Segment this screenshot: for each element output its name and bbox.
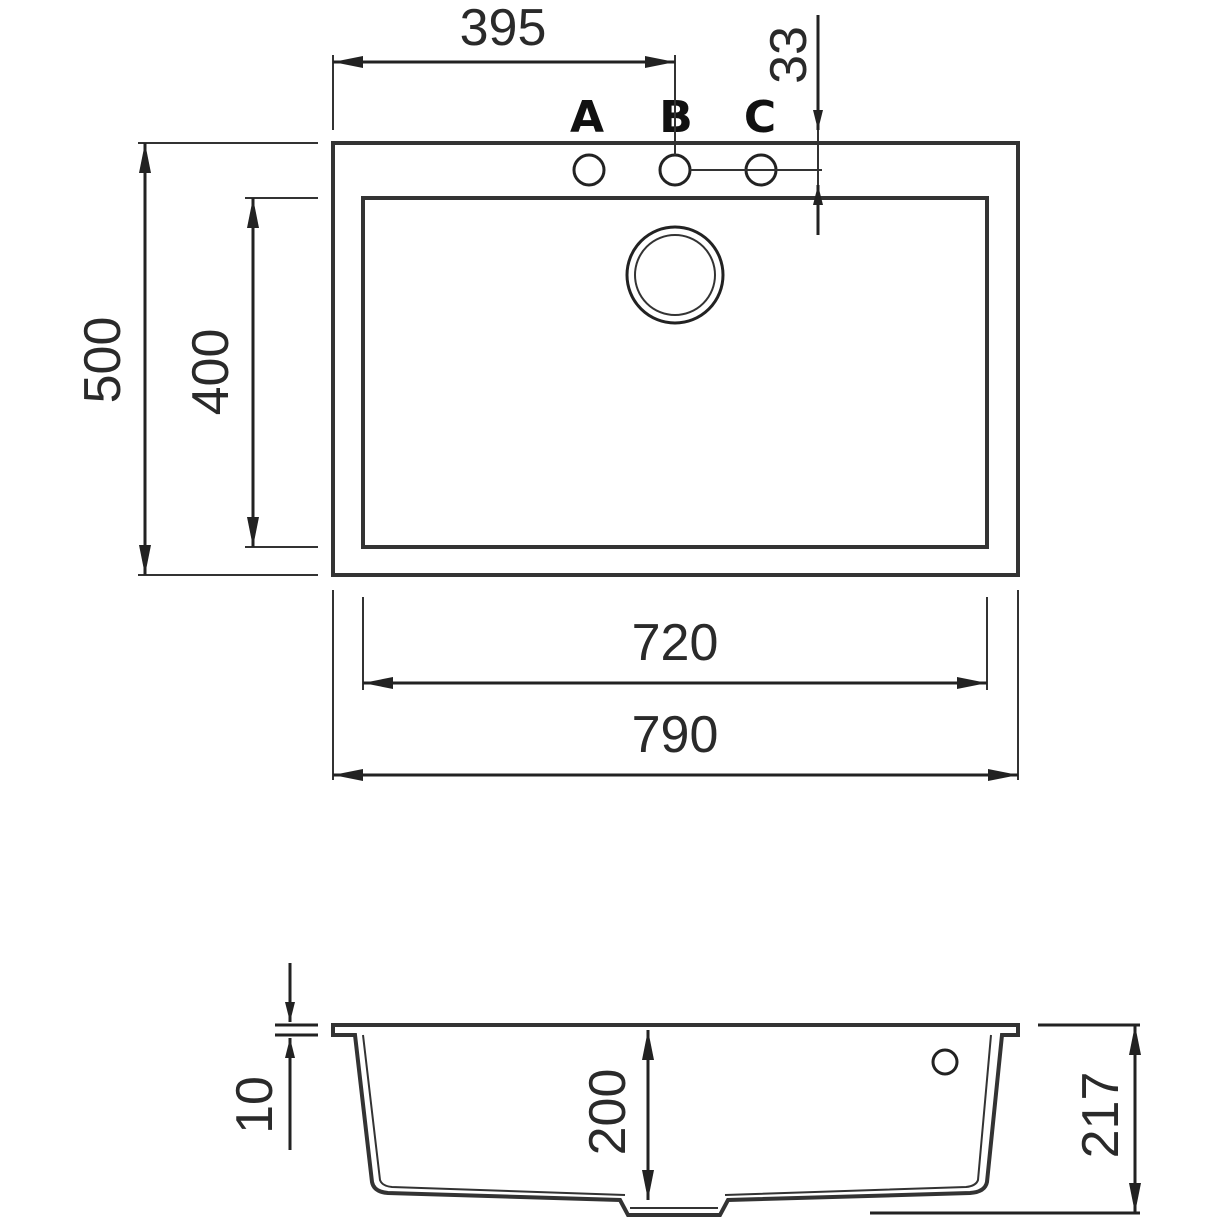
dim-label-33: 33 [760,26,818,84]
tap-label-a: A [570,92,604,143]
dim-label-10: 10 [226,1076,284,1134]
dim-label-400: 400 [182,329,240,416]
top-view: A B C 395 33 500 400 [74,0,1020,781]
dimension-790: 790 [332,590,1019,781]
overflow-hole [931,1048,959,1076]
side-view: 10 200 217 [226,963,1141,1217]
dim-label-500: 500 [74,317,132,404]
tap-hole-a [572,153,606,187]
dimension-400: 400 [182,197,318,548]
dimension-33: 33 [690,15,823,235]
dim-label-395: 395 [460,0,547,57]
dim-label-217: 217 [1072,1072,1130,1159]
tap-hole-b [658,153,692,187]
dimension-217: 217 [870,1023,1141,1215]
dimension-200: 200 [579,1030,654,1200]
dimension-500: 500 [74,142,318,576]
dim-label-790: 790 [632,706,719,764]
drain-icon [625,225,725,325]
tap-label-c: C [744,92,776,143]
bowl-inner-outline [361,196,989,549]
dim-label-200: 200 [579,1069,637,1156]
dimension-395: 395 [332,0,676,155]
sink-outer-outline [331,141,1020,577]
dimension-720: 720 [362,597,988,690]
dimension-10: 10 [226,963,318,1150]
sink-profile [331,1023,1020,1217]
dim-label-720: 720 [632,614,719,672]
